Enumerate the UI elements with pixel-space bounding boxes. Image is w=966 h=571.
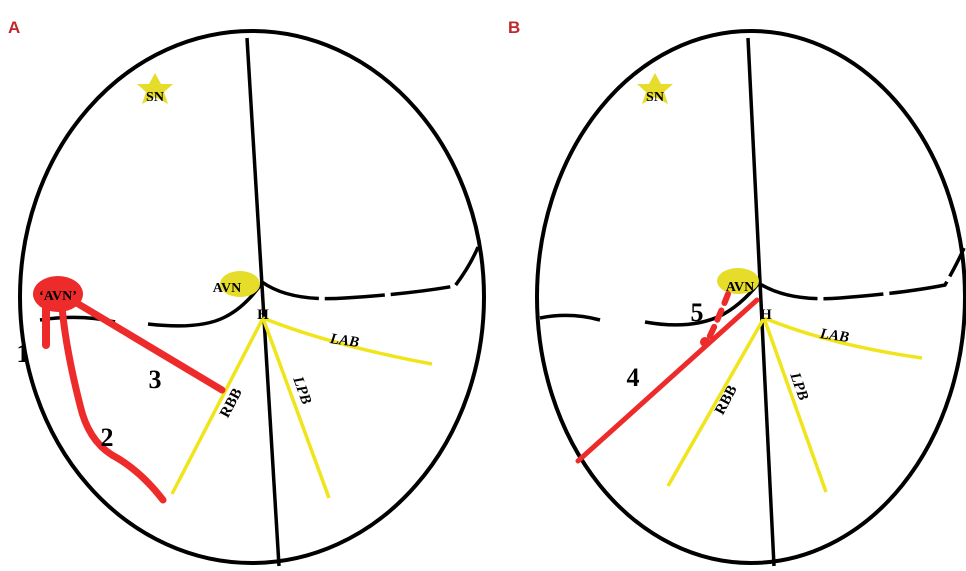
pathway-number-4-b: 4 [627, 363, 640, 392]
pathway-number-1-a: 1 [17, 339, 30, 368]
sinus-node-label-a: SN [146, 90, 164, 105]
lpb-b [764, 318, 826, 492]
panel-b: B SN AVN H 4 5 RBB LAB LPB [508, 18, 965, 566]
pathway-number-3-a: 3 [149, 365, 162, 394]
av-plane-right-b [760, 248, 964, 299]
pathway-number-5-b: 5 [691, 298, 704, 327]
panel-a-label: A [8, 18, 20, 37]
his-label-a: H [257, 307, 269, 323]
av-plane-right-a [262, 247, 478, 299]
av-plane-left-b [540, 315, 600, 320]
lab-label-b: LAB [818, 326, 850, 346]
av-node-label-a: AVN [213, 281, 242, 296]
pathway-number-2-a: 2 [101, 423, 114, 452]
pathway-5-end-b [700, 337, 710, 347]
sinus-node-label-b: SN [646, 90, 664, 105]
his-label-b: H [760, 307, 772, 323]
rbb-label-b: RBB [712, 383, 741, 418]
panel-b-label: B [508, 18, 520, 37]
septum-a [247, 38, 279, 566]
panel-a: A SN AVN H ‘AVN’ 1 2 3 RBB LAB [8, 18, 484, 566]
lab-label-a: LAB [328, 331, 360, 351]
rbb-a [172, 318, 263, 494]
